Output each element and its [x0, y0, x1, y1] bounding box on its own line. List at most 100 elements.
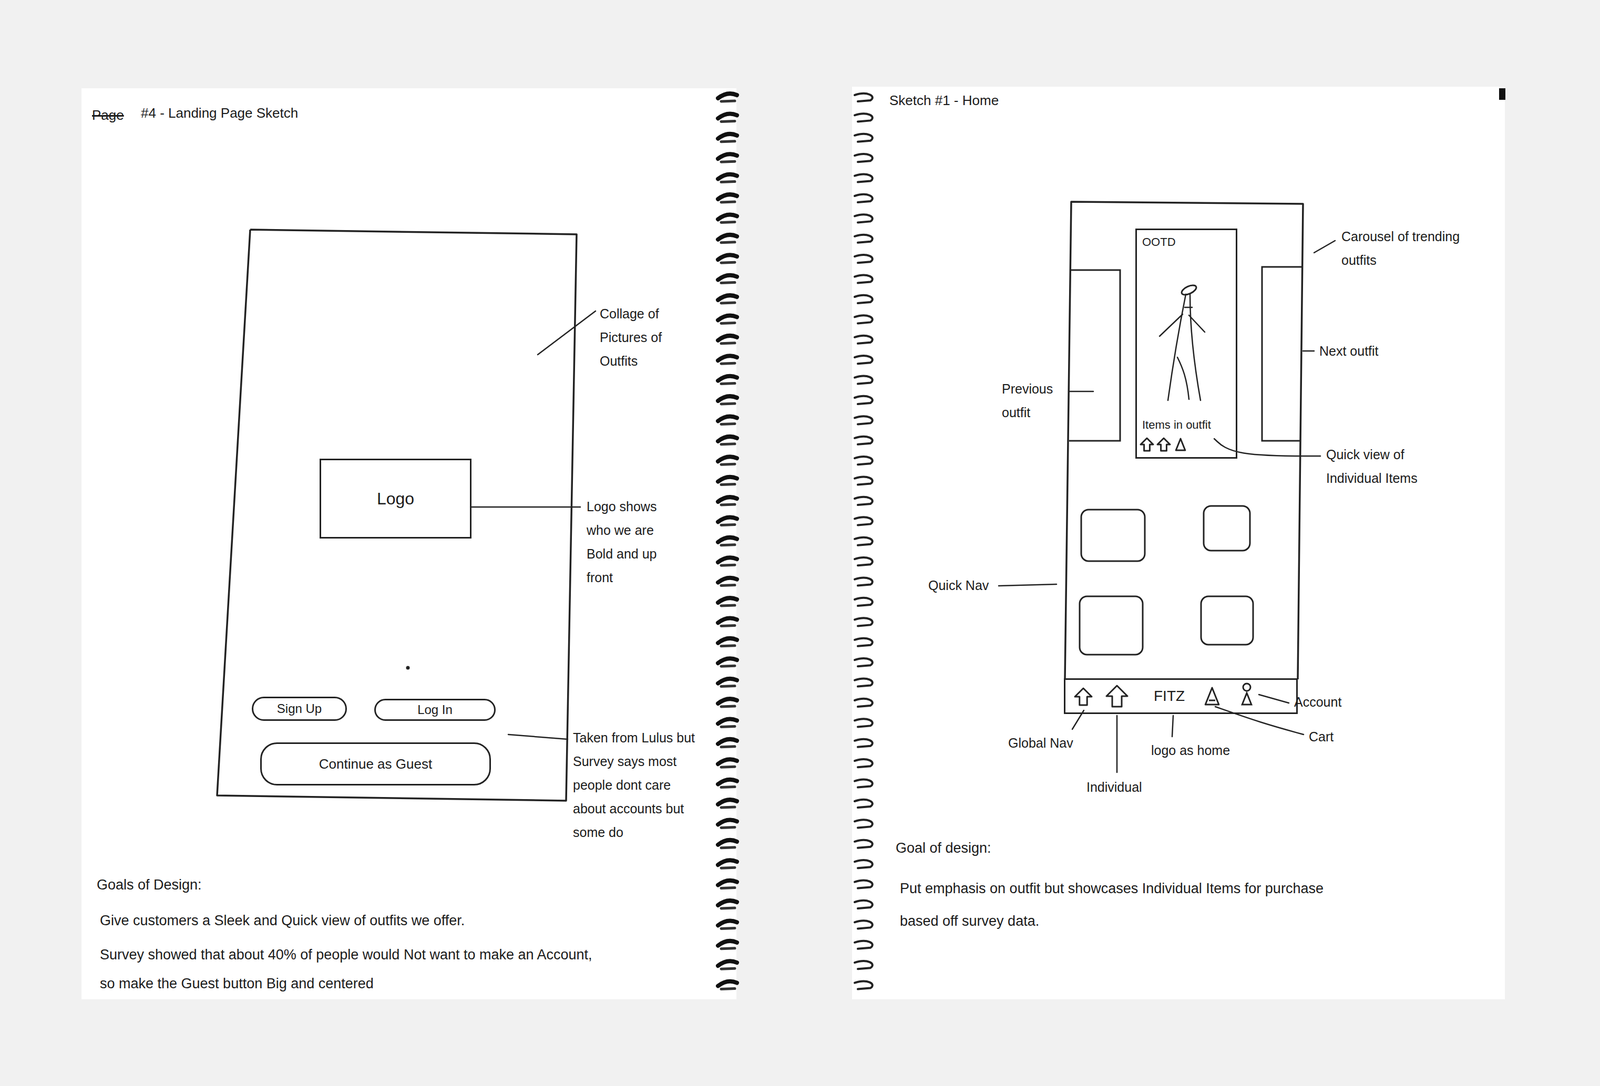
spiral-ring: [721, 605, 735, 607]
item-icon: [1175, 438, 1186, 451]
quick-nav-tile: [1201, 596, 1254, 645]
account-icon: [1243, 683, 1251, 692]
item-icon: [1074, 688, 1092, 706]
outfit-figure: [1188, 315, 1205, 333]
leader-line: [1069, 391, 1094, 393]
spiral-ring: [718, 154, 737, 159]
spiral-ring: [718, 234, 737, 240]
spiral-ring: [854, 739, 873, 748]
spiral-ring: [721, 504, 735, 506]
spiral-ring: [854, 517, 873, 526]
spiral-ring: [854, 759, 873, 768]
spiral-ring: [721, 201, 735, 203]
spiral-ring: [718, 638, 737, 644]
spiral-ring: [718, 376, 737, 382]
logo-box: Logo: [319, 458, 472, 539]
leader-line: [998, 584, 1057, 587]
spiral-ring: [854, 134, 873, 142]
guest-button: Continue as Guest: [260, 742, 491, 786]
spiral-ring: [718, 194, 737, 200]
spiral-ring: [721, 302, 735, 304]
figure-hat: [1180, 283, 1198, 297]
spiral-ring: [854, 275, 873, 284]
spiral-ring: [718, 477, 737, 482]
spiral-ring: [721, 746, 735, 748]
outfit-figure: [1184, 306, 1193, 309]
spiral-ring: [854, 658, 873, 667]
spiral-ring: [854, 638, 873, 647]
outfit-card: OOTDItems in outfit: [1135, 228, 1238, 459]
spiral-ring: [854, 618, 873, 627]
spiral-ring: [718, 981, 737, 987]
spiral-ring: [718, 335, 737, 341]
spiral-ring: [718, 860, 737, 866]
spiral-ring: [854, 840, 873, 849]
node-caption: Items in outfit: [1142, 418, 1231, 433]
spiral-ring: [721, 585, 735, 587]
spiral-ring: [721, 322, 735, 324]
spiral-ring: [718, 679, 737, 684]
spiral-ring: [721, 645, 735, 647]
phone-frame: [217, 229, 577, 802]
spiral-ring: [721, 625, 735, 627]
spiral-ring: [718, 658, 737, 664]
spiral-ring: [854, 254, 873, 263]
spiral-ring: [721, 847, 735, 849]
spiral-ring: [854, 113, 873, 122]
button: Sign Up: [251, 696, 347, 722]
spiral-ring: [854, 598, 873, 607]
quick-nav-tile: [1081, 509, 1145, 562]
annotation-note: Global Nav: [1008, 731, 1074, 756]
spiral-ring: [854, 578, 873, 587]
spiral-ring: [854, 174, 873, 183]
spiral-ring: [718, 396, 737, 402]
spiral-ring: [718, 113, 737, 119]
leader-line: [1314, 240, 1336, 253]
spiral-ring: [854, 315, 873, 324]
spiral-ring: [718, 436, 737, 442]
spiral-ring: [718, 598, 737, 603]
leader-line: [1116, 715, 1119, 773]
spiral-ring: [718, 961, 737, 967]
spiral-ring: [718, 880, 737, 886]
annotation-note: Survey showed that about 40% of people w…: [99, 940, 594, 1000]
spiral-ring: [854, 800, 873, 808]
spiral-ring: [721, 464, 735, 465]
annotation-note: Goals of Design:: [96, 872, 202, 899]
spiral-ring: [721, 363, 735, 364]
spiral-ring: [854, 557, 873, 566]
annotation-note: Goal of design:: [895, 835, 992, 862]
phone-frame: [1064, 201, 1304, 680]
spiral-ring: [718, 315, 737, 321]
nav-bar: FITZ: [1063, 678, 1298, 715]
spiral-ring: [854, 396, 873, 405]
spiral-ring: [721, 242, 735, 243]
leader-line: [1258, 694, 1289, 704]
annotation-note: Account: [1294, 690, 1342, 715]
spiral-ring: [721, 706, 735, 707]
spiral-ring: [721, 221, 735, 223]
spiral-ring: [854, 880, 873, 889]
outfit-figure: [1159, 314, 1183, 337]
spiral-ring: [718, 254, 737, 260]
spiral-ring: [721, 120, 735, 122]
quick-nav-tile: [1203, 506, 1250, 551]
spiral-ring: [718, 497, 737, 502]
spiral-ring: [718, 941, 737, 947]
spiral-ring: [721, 262, 735, 263]
leader-line: [1214, 438, 1321, 457]
spiral-ring: [854, 416, 873, 425]
annotation-note: Logo shows who we are Bold and up front: [586, 495, 676, 590]
spiral-ring: [854, 699, 873, 707]
node-label: FITZ: [1153, 688, 1185, 705]
spiral-ring: [854, 497, 873, 506]
spiral-ring: [718, 780, 737, 785]
carousel-card-previous: [1069, 270, 1121, 441]
spiral-ring: [854, 214, 873, 223]
spiral-ring: [718, 699, 737, 704]
spiral-ring: [721, 726, 735, 727]
annotation-note: Taken from Lulus but Survey says most pe…: [572, 726, 700, 845]
spiral-ring: [718, 517, 737, 522]
spiral-ring: [721, 181, 735, 183]
outfit-figure: [1177, 357, 1189, 400]
